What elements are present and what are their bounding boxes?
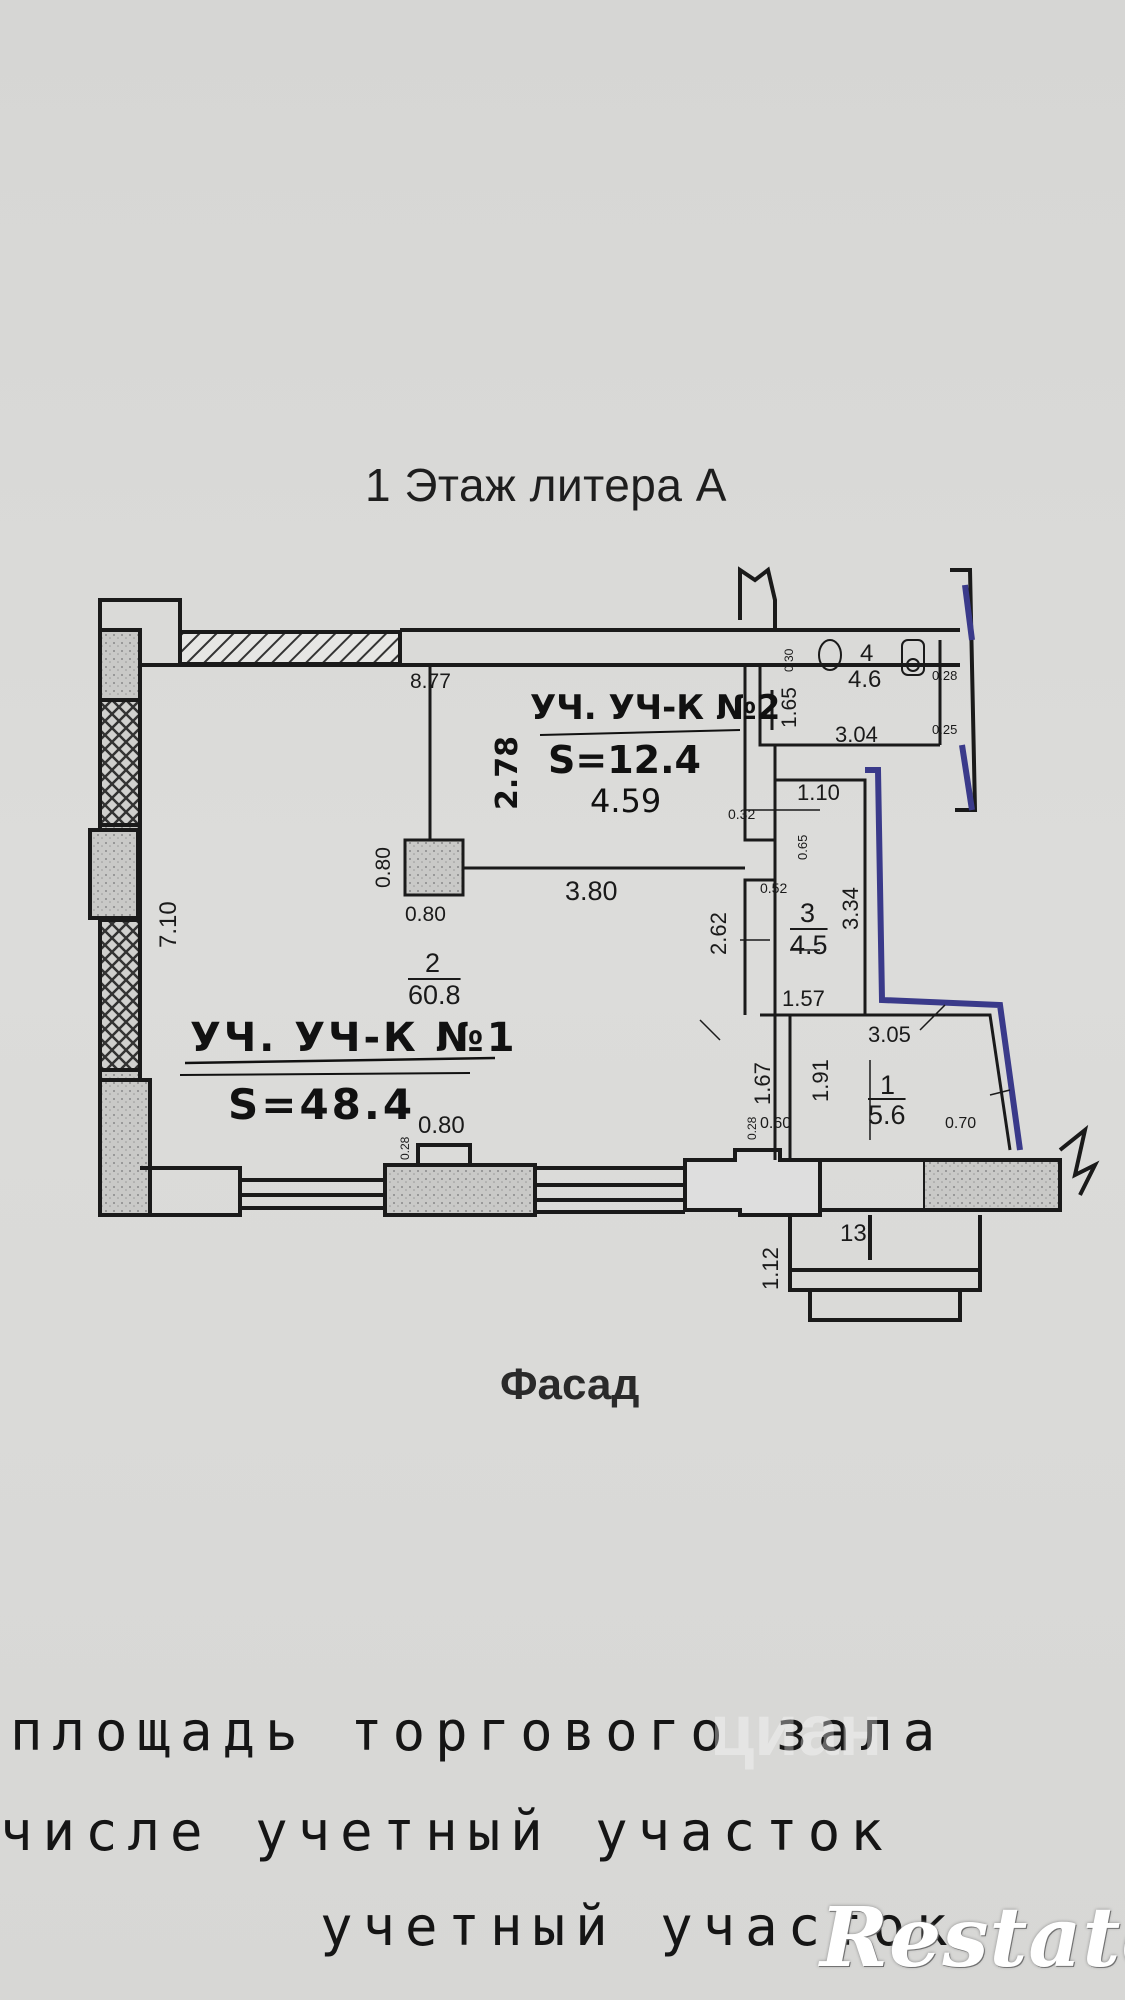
dim-0-65: 0.65 (795, 834, 810, 860)
dim-0-30: 0.30 (782, 648, 796, 672)
room-2-number: 2 (425, 948, 441, 978)
dim-1-91: 1.91 (808, 1059, 833, 1102)
dim-0-80-vertical: 0.80 (372, 847, 395, 888)
section-1-area: S=48.4 (228, 1080, 416, 1129)
dim-3-04: 3.04 (835, 722, 878, 747)
restate-logo: Restate (820, 1890, 1125, 1986)
dim-7-10: 7.10 (155, 901, 182, 948)
dim-3-34: 3.34 (838, 887, 863, 930)
room-1-number: 1 (880, 1070, 896, 1100)
dim-0-25: 0.25 (932, 722, 958, 737)
dim-8-77: 8.77 (410, 670, 451, 693)
blue-ink-marks (865, 584, 1023, 1151)
section-2-underline (539, 729, 741, 736)
dim-0-28-door: 0.28 (745, 1116, 759, 1140)
dim-0-60: 0.60 (760, 1115, 792, 1132)
dim-3-05: 3.05 (868, 1022, 911, 1047)
dimension-lines (699, 809, 1011, 1140)
dim-13: 13 (840, 1220, 867, 1247)
dim-2-62: 2.62 (706, 912, 731, 955)
section-2-extra: 4.59 (590, 782, 662, 820)
dim-1-65: 1.65 (778, 687, 801, 728)
room-4-area: 4.6 (848, 666, 882, 693)
room-4-number: 4 (860, 640, 874, 667)
section-2-area: S=12.4 (548, 738, 701, 782)
interior-walls (403, 640, 1012, 1160)
room-2-area: 60.8 (408, 980, 461, 1010)
dim-1-10: 1.10 (797, 780, 840, 805)
dim-0-52: 0.52 (760, 880, 788, 896)
dim-1-12: 1.12 (758, 1247, 783, 1290)
plumbing-fixtures (818, 639, 925, 676)
outer-walls (88, 566, 1100, 1322)
dim-0-70: 0.70 (945, 1115, 977, 1132)
dim-0-80-under-column: 0.80 (405, 903, 446, 926)
section-1-label: УЧ. УЧ-К №1 (190, 1015, 518, 1061)
room-3-number: 3 (800, 898, 816, 928)
section-2-label: УЧ. УЧ-К №2 (530, 688, 781, 728)
note-line-2: числе учетный участок (0, 1800, 893, 1863)
note-line-1: площадь торгового зала (10, 1700, 946, 1763)
room-3-area: 4.5 (790, 930, 828, 960)
plan-title: 1 Этаж литера А (365, 459, 727, 511)
dim-0-32: 0.32 (728, 806, 756, 822)
dim-0-28-wc: 0.28 (932, 668, 958, 683)
dim-3-80: 3.80 (565, 876, 618, 906)
facade-label: Фасад (500, 1360, 640, 1409)
note-line-3: учетный участок (320, 1895, 958, 1958)
section-1-underlines (179, 1056, 496, 1076)
dim-0-28-window: 0.28 (398, 1136, 412, 1160)
room-1-area: 5.6 (868, 1100, 906, 1130)
dim-0-80-window: 0.80 (418, 1112, 465, 1139)
dim-1-67: 1.67 (750, 1062, 775, 1105)
cian-watermark: циан (710, 1691, 883, 1771)
dim-1-57: 1.57 (782, 986, 825, 1011)
